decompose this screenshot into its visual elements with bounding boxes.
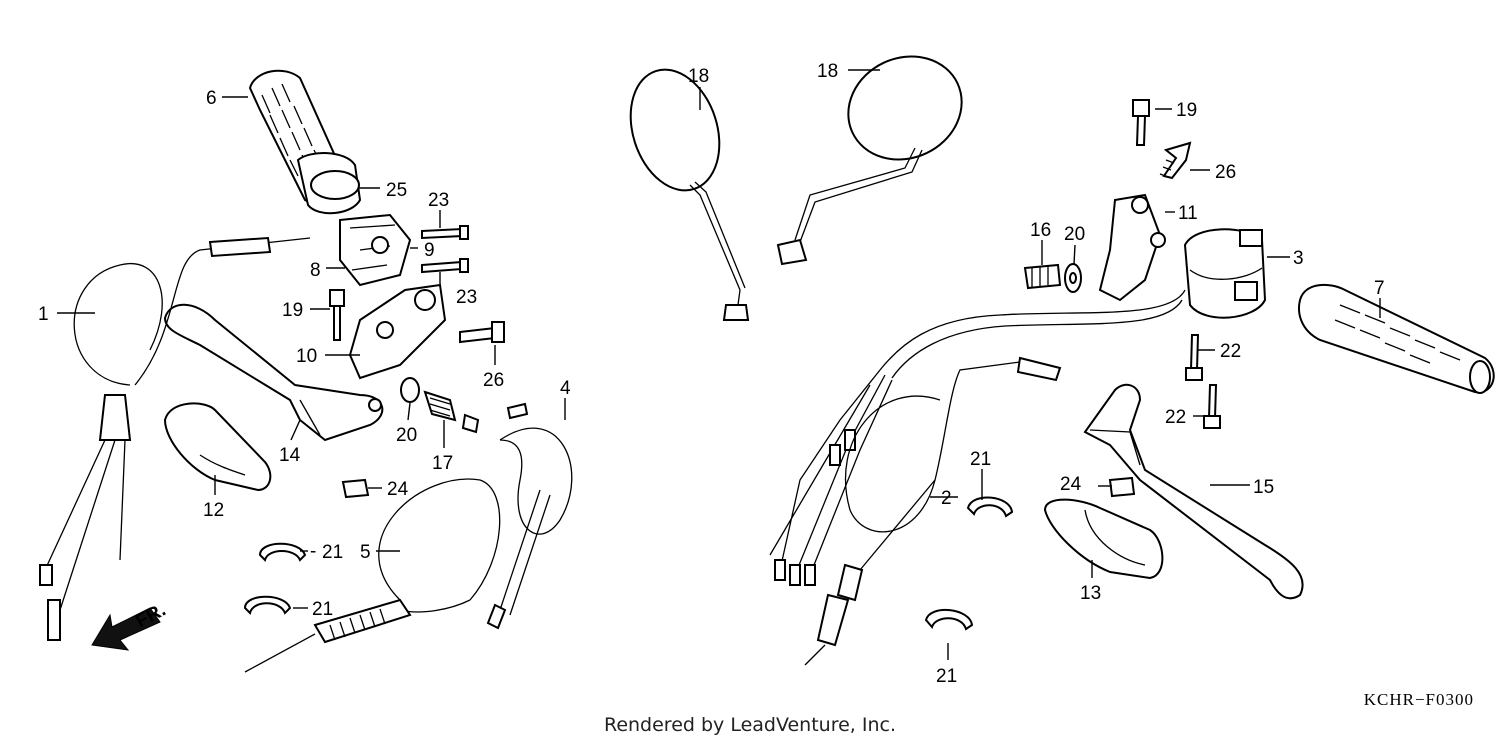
mirror-part-18-left xyxy=(629,68,750,321)
callout-21-left-bottom: 21 xyxy=(312,599,333,620)
callout-18-left: 18 xyxy=(688,66,709,87)
clutch-cable-part-1 xyxy=(39,236,311,641)
callout-15: 15 xyxy=(1253,477,1274,498)
callout-10: 10 xyxy=(296,346,317,367)
lever-holder-part-11 xyxy=(1098,193,1166,302)
callout-21-right-top: 21 xyxy=(970,449,991,470)
render-credit: Rendered by LeadVenture, Inc. xyxy=(603,714,897,736)
callout-14: 14 xyxy=(279,445,301,466)
callout-5: 5 xyxy=(360,542,371,563)
throttle-grip-part-6 xyxy=(248,69,362,215)
callout-20-left: 20 xyxy=(396,425,417,446)
callout-21-left-top: 21 xyxy=(322,542,343,563)
callout-20-right: 20 xyxy=(1064,224,1085,245)
callout-17: 17 xyxy=(432,453,453,474)
callout-9: 9 xyxy=(424,240,435,261)
bolt-part-26-left xyxy=(459,321,505,344)
brake-lever-part-15 xyxy=(1083,383,1304,600)
switch-housing-part-3 xyxy=(1183,228,1267,319)
callout-6: 6 xyxy=(206,88,217,109)
mirror-part-18-right xyxy=(776,55,963,266)
switch-wire-harness-part-2 xyxy=(769,289,1186,586)
adjuster-bolt-part-17 xyxy=(423,390,480,434)
nut-part-24-right xyxy=(1108,476,1136,498)
callout-24-right: 24 xyxy=(1060,474,1082,495)
callout-23-bottom: 23 xyxy=(456,287,477,308)
lever-cover-part-13 xyxy=(1043,498,1164,580)
callout-3: 3 xyxy=(1293,248,1304,269)
callout-4: 4 xyxy=(560,378,571,399)
bolt-part-19-right xyxy=(1132,99,1150,146)
throttle-cable-part-5 xyxy=(244,478,501,673)
bolt-part-26-right xyxy=(1159,141,1192,180)
callout-1: 1 xyxy=(38,304,49,325)
callout-19-left: 19 xyxy=(282,300,303,321)
callout-24-left: 24 xyxy=(387,479,409,500)
lever-cover-part-12 xyxy=(163,402,272,492)
leader-lines xyxy=(57,69,1381,660)
throttle-cable-part-4 xyxy=(486,402,573,630)
callout-25: 25 xyxy=(386,180,407,201)
lever-bracket-part-10 xyxy=(348,283,447,380)
diagram-code: KCHR−F0300 xyxy=(1363,690,1474,709)
cable-clamp-part-21-d xyxy=(924,608,974,631)
callout-7: 7 xyxy=(1374,278,1385,299)
callout-11: 11 xyxy=(1178,203,1198,224)
cable-clamp-part-21-b xyxy=(243,595,292,615)
nut-part-24-left xyxy=(341,478,370,499)
callout-2: 2 xyxy=(941,488,952,509)
bolt-part-19-left xyxy=(329,289,345,341)
callout-26-right: 26 xyxy=(1215,162,1236,183)
washer-part-20-right xyxy=(1064,263,1082,293)
cable-clamp-part-21-c xyxy=(966,496,1014,518)
bolt-part-16 xyxy=(1023,263,1062,290)
clutch-lever-part-14 xyxy=(163,303,384,442)
adjuster-nut-part-20-left xyxy=(400,377,420,403)
callout-23-top: 23 xyxy=(428,190,449,211)
callout-22-bottom: 22 xyxy=(1165,407,1186,428)
callout-21-right-bottom: 21 xyxy=(936,666,957,687)
throttle-housing-part-9 xyxy=(339,213,412,287)
callout-8: 8 xyxy=(310,260,321,281)
screw-part-22-a xyxy=(1185,334,1203,381)
callout-26-left: 26 xyxy=(483,370,504,391)
callout-19-right: 19 xyxy=(1176,100,1197,121)
callout-13: 13 xyxy=(1080,583,1101,604)
callout-22-top: 22 xyxy=(1220,341,1241,362)
clutch-cable-part-2 xyxy=(804,356,1062,666)
callout-16: 16 xyxy=(1030,220,1051,241)
callout-dash-21-left-top: - xyxy=(310,541,316,562)
front-direction-arrow xyxy=(91,607,161,651)
callout-18-right: 18 xyxy=(817,61,838,82)
callout-12: 12 xyxy=(203,500,224,521)
screw-part-22-b xyxy=(1203,384,1221,429)
grip-part-7 xyxy=(1298,283,1495,394)
cable-clamp-part-21-a xyxy=(258,542,307,562)
screw-part-23 xyxy=(421,225,469,274)
